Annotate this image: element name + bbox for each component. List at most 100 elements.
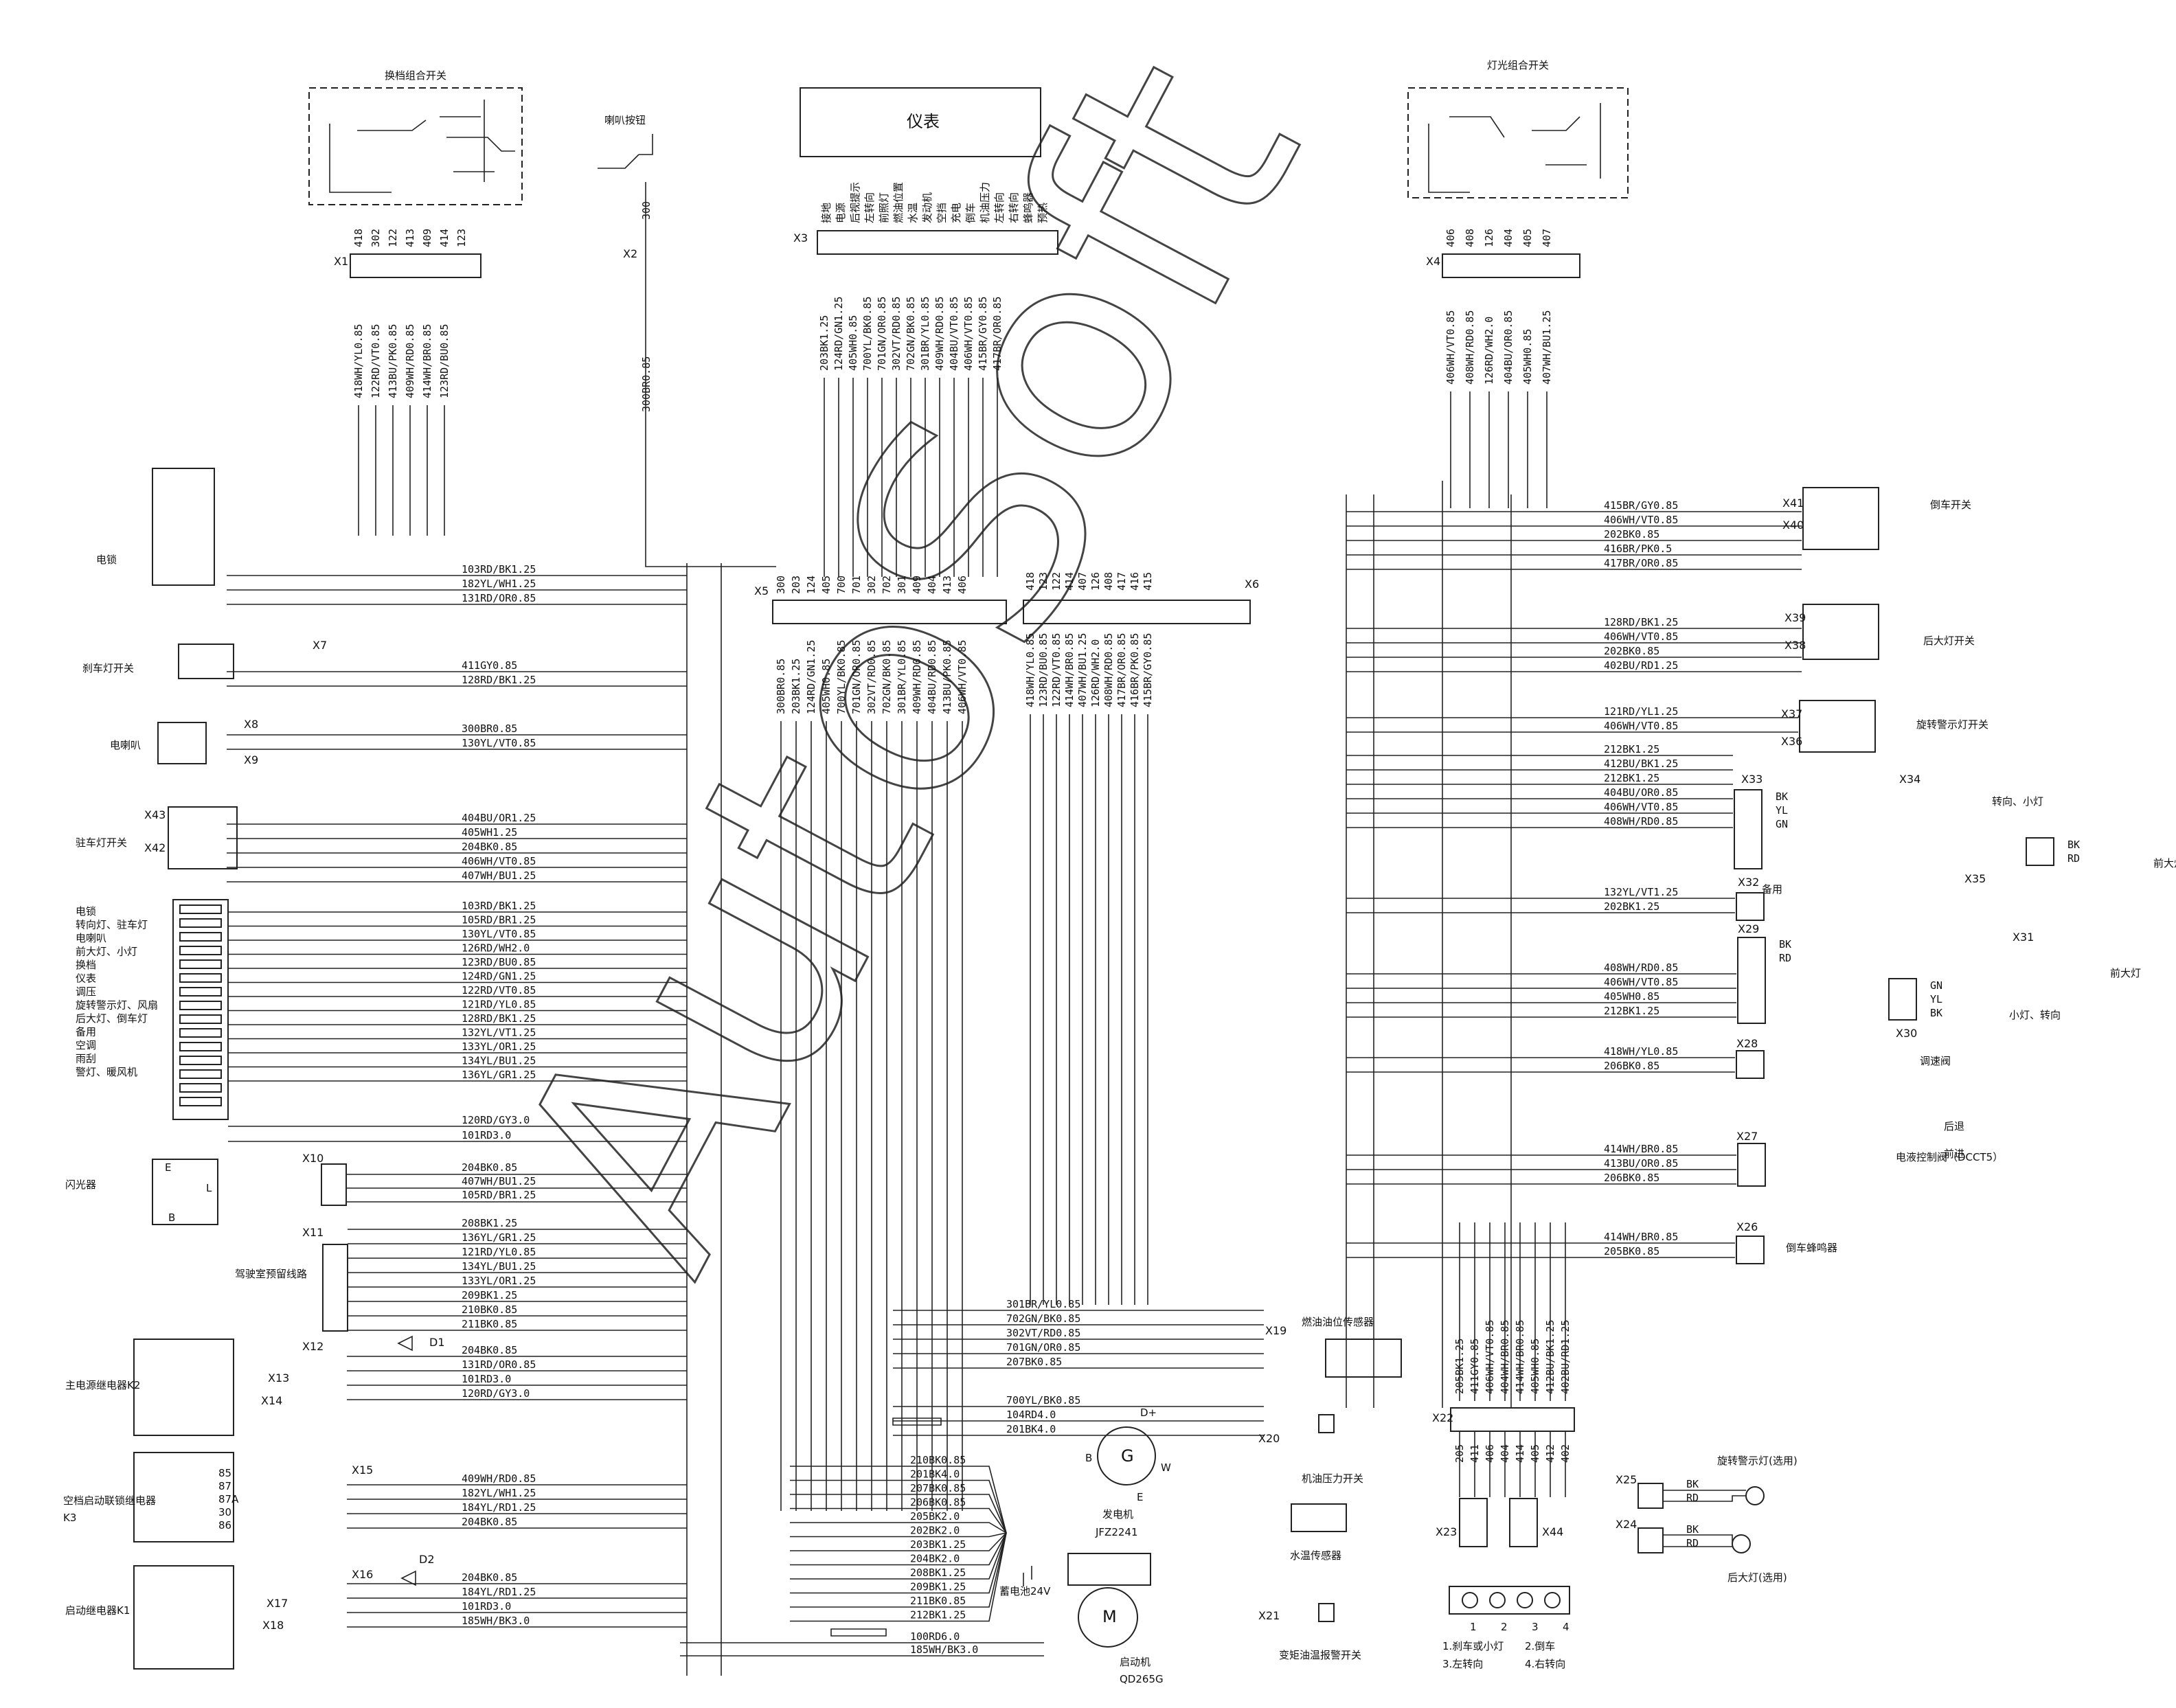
ground-wire-line — [790, 1494, 1007, 1534]
ground-wire-label: 203BK1.25 — [910, 1538, 966, 1551]
x5-pin: 302 — [865, 576, 878, 594]
ground-wire-line — [790, 1522, 1007, 1534]
x6-pin: 407 — [1076, 572, 1089, 591]
left-wire-label: 300BR0.85 — [462, 722, 517, 735]
fuse-wire-label: 105RD/BR1.25 — [462, 914, 536, 926]
x5-pin: 301 — [896, 576, 908, 594]
cab-reserve: X11 驾驶室预留线路 208BK1.25136YL/GR1.25121RD/Y… — [235, 1217, 687, 1332]
relay-wire-label: 184YL/RD1.25 — [462, 1586, 536, 1598]
valve-sub-label: 后退 — [1944, 1120, 1964, 1132]
fuse-label: 调压 — [76, 986, 96, 998]
right-wire-label: 406WH/VT0.85 — [1604, 514, 1678, 526]
right-components: 倒车开关X41X40415BR/GY0.85406WH/VT0.85202BK0… — [686, 481, 2176, 1676]
flasher-wire-label: 407WH/BU1.25 — [462, 1175, 536, 1187]
x5-wire: 203BK1.25 — [790, 659, 802, 714]
connector-x3: X3 — [793, 231, 808, 244]
flasher-wire-label: 105RD/BR1.25 — [462, 1189, 536, 1201]
fuse-label: 前大灯、小灯 — [76, 946, 137, 958]
right-wire-label: 206BK0.85 — [1604, 1172, 1659, 1184]
flasher: 闪光器 X10 ELB 204BK0.85407WH/BU1.25105RD/B… — [65, 1152, 687, 1225]
fuse-label: 仪表 — [76, 972, 96, 985]
x3-wire: 409WH/RD0.85 — [933, 297, 946, 371]
connector-x5: X5 — [754, 584, 769, 597]
left-wire-label: 131RD/OR0.85 — [462, 592, 536, 604]
generator-symbol: G — [1121, 1446, 1134, 1466]
x5-pin: 409 — [911, 576, 923, 594]
x3-pin-label: 倒车 — [964, 203, 977, 223]
x4-wire: 405WH0.85 — [1521, 329, 1534, 385]
right-wire-label: 416BR/PK0.5 — [1604, 543, 1672, 555]
right-wire-label: 202BK0.85 — [1604, 645, 1659, 657]
ground-wire-label: 212BK1.25 — [910, 1609, 966, 1621]
ground-wire-label: 207BK0.85 — [910, 1482, 966, 1494]
instrument-label: 仪表 — [907, 112, 940, 131]
x4-pin: 408 — [1464, 229, 1476, 247]
oil-switch-label: 机油压力开关 — [1302, 1472, 1363, 1485]
right-component-connector2: X36 — [1781, 735, 1802, 748]
x5-pin: 404 — [926, 576, 938, 594]
x5-wire: 301BR/YL0.85 — [896, 640, 908, 714]
lamp-number: 3 — [1532, 1621, 1539, 1633]
light-switch-label: 灯光组合开关 — [1487, 59, 1549, 71]
right-component-connector2: X29 — [1738, 922, 1759, 935]
ground-wire-label: 210BK0.85 — [910, 1454, 966, 1466]
right-color-label: BK — [1779, 938, 1791, 950]
right-color-label: RD — [2067, 852, 2080, 865]
x3-pin-label: 燃油位置 — [892, 182, 905, 223]
fuse-wire-label: 121RD/YL0.85 — [462, 999, 536, 1011]
ac-relay-pin: 85 — [218, 1467, 231, 1479]
connector-x6: X6 — [1245, 578, 1259, 591]
x4-pin: 126 — [1483, 229, 1495, 247]
right-component-box — [1799, 700, 1876, 753]
x1-pin: 409 — [421, 229, 433, 247]
right-wire-label: 212BK1.25 — [1604, 743, 1659, 755]
x5-wire: 302VT/RD0.85 — [865, 640, 878, 714]
ground-wire-line — [790, 1532, 1007, 1551]
right-wire-label: 415BR/GY0.85 — [1604, 499, 1678, 512]
parking-switch-box — [168, 806, 238, 869]
connector-x4: X4 — [1426, 255, 1440, 268]
x5-wire: 404BU/RD0.85 — [926, 640, 938, 714]
x5-wire: 124RD/GN1.25 — [805, 640, 817, 714]
relay-wire-label: 182YL/WH1.25 — [462, 1487, 536, 1499]
ground-wire-line — [790, 1507, 1007, 1534]
rear-lamp-color-rd: RD — [1686, 1537, 1699, 1549]
right-wire-label: 408WH/RD0.85 — [1604, 961, 1678, 974]
x1-pin: 302 — [370, 229, 382, 247]
brake-switch-box — [178, 644, 234, 679]
right-color-label: BK — [1930, 1007, 1942, 1019]
right-component-box — [1888, 978, 1917, 1021]
x1-pin: 414 — [438, 229, 451, 247]
left-wire-label: 405WH1.25 — [462, 826, 517, 839]
x4-pin: 404 — [1502, 229, 1515, 247]
right-component-connector: X26 — [1736, 1220, 1758, 1233]
fuse-element — [179, 1014, 222, 1024]
x1-pin: 418 — [352, 229, 365, 247]
x4-wire: 407WH/BU1.25 — [1541, 310, 1553, 385]
battery-wire-label: 100RD6.0 — [910, 1630, 960, 1643]
right-wire-label: 406WH/VT0.85 — [1604, 630, 1678, 643]
x3-pin-label: 右转向 — [1008, 192, 1020, 223]
right-component-label: 小灯、转向 — [2009, 1009, 2061, 1021]
x6-wire: 408WH/RD0.85 — [1102, 633, 1115, 707]
fuse-element — [179, 1001, 222, 1010]
right-wire-label: 206BK0.85 — [1604, 1060, 1659, 1072]
rotary-lamp-color-bk: BK — [1686, 1478, 1699, 1490]
ac-relay-pin: 30 — [218, 1506, 231, 1518]
left-wire-label: 182YL/WH1.25 — [462, 578, 536, 590]
connector-x11: X11 — [302, 1226, 324, 1239]
lamp-bulb-icon — [1544, 1592, 1561, 1608]
right-component-label: 倒车开关 — [1930, 499, 1971, 511]
ground-wire-line — [790, 1479, 1007, 1534]
relay-wire-label: 204BK0.85 — [462, 1571, 517, 1584]
generator-terminal-e: E — [1137, 1491, 1143, 1503]
fuse-label: 转向灯、驻车灯 — [76, 919, 148, 931]
rear-lamp-color-bk: BK — [1686, 1523, 1699, 1536]
x6-wire: 416BR/PK0.85 — [1129, 633, 1141, 707]
ground-wire-line — [790, 1532, 1007, 1580]
right-wire-label: 128RD/BK1.25 — [1604, 616, 1678, 628]
